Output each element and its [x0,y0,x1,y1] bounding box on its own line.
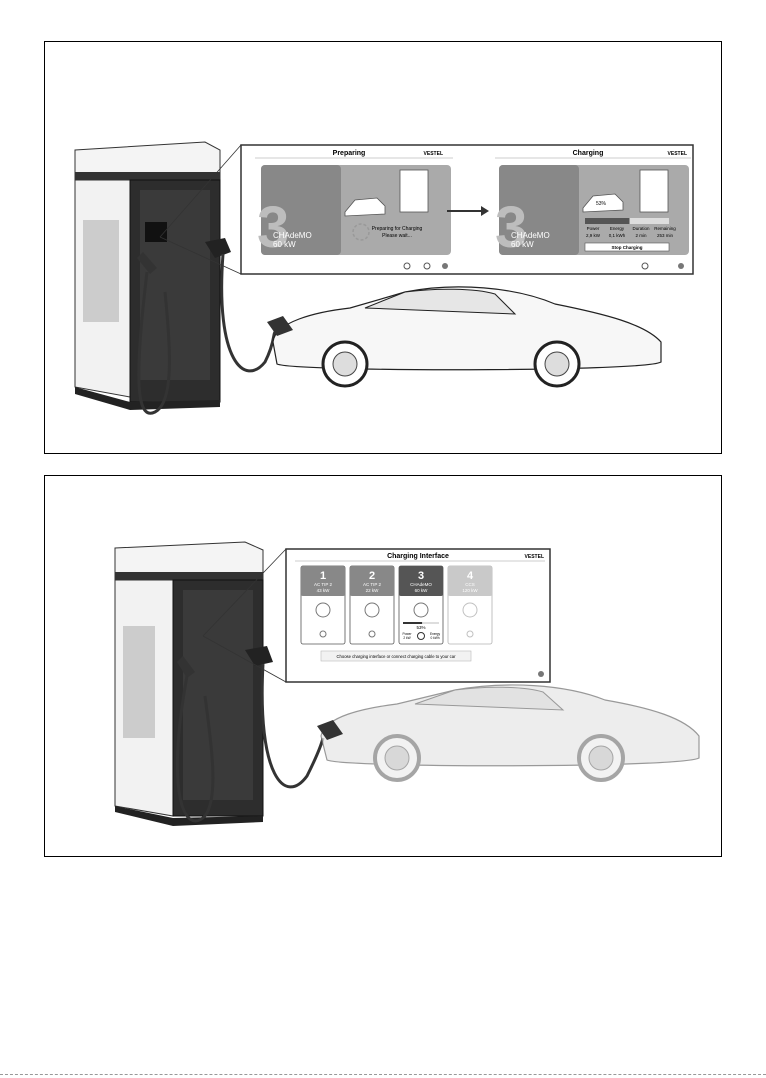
stat-label: Energy [610,226,625,231]
card-power-value: 2 kW [403,636,410,640]
card-connector-name: AC TIP 2 [363,582,382,587]
stat-label: Remaining [654,226,676,231]
electric-car-1 [267,286,662,388]
preparing-title: Preparing [333,150,366,157]
car-icon [582,193,624,213]
settings-icon[interactable] [442,263,448,269]
plug-icon [413,602,429,618]
arrow-icon [447,206,489,216]
stat-label: Duration [632,226,650,231]
screen-preparing: Preparing VESTEL 3 CHAdeMO 60 kW Prepari… [255,150,453,270]
help-icon[interactable] [641,262,649,270]
card-number: 4 [467,570,474,582]
stop-icon[interactable] [417,632,425,640]
charging-progress-fill [585,218,630,224]
preparing-connector: CHAdeMO [273,231,312,240]
charging-station-1 [74,141,277,415]
card-connector-name: CHAdeMO [410,582,432,587]
card-number: 2 [369,570,375,582]
card-power: 120 kW [462,588,478,593]
settings-icon[interactable] [678,263,684,269]
stat-label: Power [587,226,600,231]
charging-big-number: 3 [495,195,527,260]
loading-spinner-icon [352,223,370,241]
stat-value: 0,1 kWh [609,233,626,238]
instruction-text: Choose charging interface or connect cha… [337,654,457,659]
charging-percent: 53% [596,201,607,207]
preparing-big-number: 3 [257,195,289,260]
select-icon[interactable] [466,630,474,638]
card-power: 22 kW [366,588,380,593]
preparing-status-2: Please wait... [382,233,412,239]
charger-illustration-1: Preparing VESTEL 3 CHAdeMO 60 kW Prepari… [74,141,694,415]
card-connector-name: AC TIP 2 [314,582,333,587]
preparing-status-1: Preparing for Charging [372,226,423,232]
stat-value: 253 min [657,233,674,238]
charging-power: 60 kW [511,240,534,249]
select-icon[interactable] [368,630,376,638]
charger-icon [399,169,429,213]
card-power: 43 kW [317,588,331,593]
connector-card-1[interactable]: 1AC TIP 243 kW [300,565,346,645]
electric-car-2 [320,684,700,782]
connector-card-2[interactable]: 2AC TIP 222 kW [349,565,395,645]
interface-title: Charging Interface [387,553,449,560]
instruction-bar [320,650,472,662]
card-connector-name: CCS [465,582,475,587]
plug-icon [315,602,331,618]
stop-charging-label: Stop Charging [612,245,643,250]
screen-charging-interface: Charging Interface VESTEL 1AC TIP 243 kW… [295,553,545,677]
figure-panel-preparing-charging: Preparing VESTEL 3 CHAdeMO 60 kW Prepari… [44,41,722,454]
help-icon[interactable] [403,262,411,270]
card-power: 60 kW [415,588,429,593]
language-icon[interactable] [423,262,431,270]
charger-icon [639,169,669,213]
interface-brand: VESTEL [525,554,544,560]
charging-title: Charging [573,150,604,157]
preparing-power: 60 kW [273,240,296,249]
screen-charging: Charging VESTEL 3 CHAdeMO 60 kW 53% Powe… [495,150,691,270]
charging-connector: CHAdeMO [511,231,550,240]
card-energy-value: 0 kWh [430,636,439,640]
charging-plug [317,720,343,740]
card-number: 1 [320,570,326,582]
car-icon [344,197,386,217]
stat-value: 2 min [635,233,647,238]
stat-value: 2,9 kW [586,233,601,238]
preparing-brand: VESTEL [424,151,443,157]
card-power-label: Power [402,632,412,636]
settings-icon[interactable] [538,671,544,677]
select-icon[interactable] [319,630,327,638]
charging-station-2 [114,541,325,826]
card-energy-label: Energy [430,632,441,636]
charger-illustration-2: Charging Interface VESTEL 1AC TIP 243 kW… [114,541,700,826]
plug-icon [364,602,380,618]
stop-charging-button[interactable] [584,242,670,252]
card-percent: 53% [416,625,425,630]
plug-icon [462,602,478,618]
charging-brand: VESTEL [668,151,687,157]
page-bottom-border [0,1074,766,1075]
card-number: 3 [418,570,424,582]
